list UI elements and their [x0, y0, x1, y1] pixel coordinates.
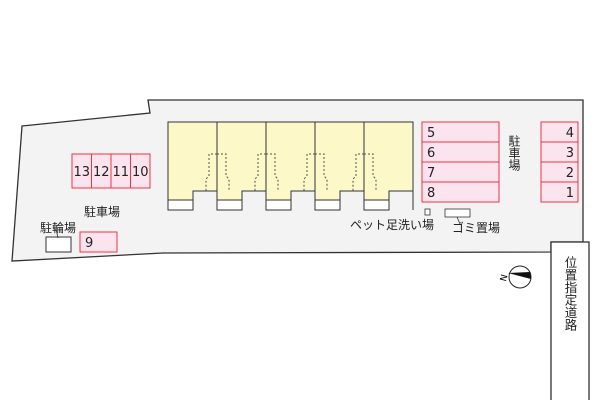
parking-number: 3 — [566, 146, 574, 161]
parking-space: 6 — [421, 141, 500, 163]
designated-road-label: 位置指定道路 — [563, 255, 578, 332]
parking-space: 12 — [91, 153, 112, 189]
apartment-unit — [314, 121, 365, 211]
parking-space: 4 — [540, 121, 579, 143]
parking-number: 6 — [427, 146, 435, 161]
bicycle-parking-box — [45, 236, 72, 253]
parking-number: 1 — [566, 186, 574, 201]
parking-space: 5 — [421, 121, 500, 143]
parking-space: 10 — [130, 153, 151, 189]
parking-space: 3 — [540, 141, 579, 163]
apartment-unit — [167, 121, 218, 211]
parking-number: 10 — [132, 165, 149, 180]
garbage-label: ゴミ置場 — [452, 220, 500, 235]
parking-space: 1 — [540, 181, 579, 203]
apartment-unit — [216, 121, 267, 211]
parking-number: 5 — [427, 126, 435, 141]
parking-space: 7 — [421, 161, 500, 183]
apartment-unit — [265, 121, 316, 211]
garbage-box — [444, 208, 471, 218]
parking-number: 9 — [85, 236, 93, 251]
designated-road — [550, 241, 590, 400]
parking-number: 13 — [73, 165, 90, 180]
parking-space: 11 — [110, 153, 131, 189]
bicycle-parking-label: 駐輪場 — [40, 220, 76, 235]
parking-number: 7 — [427, 166, 435, 181]
parking-number: 11 — [112, 165, 129, 180]
parking-space: 9 — [79, 231, 118, 253]
parking-number: 4 — [566, 126, 574, 141]
parking-number: 2 — [566, 166, 574, 181]
pet-foot-wash-label: ペット足洗い場 — [350, 218, 434, 232]
parking-number: 12 — [93, 165, 110, 180]
north-label: N — [499, 274, 510, 283]
apartment-building — [167, 121, 414, 211]
parking-space: 2 — [540, 161, 579, 183]
apartment-unit — [363, 121, 414, 211]
parking-number: 8 — [427, 186, 435, 201]
parking-left-label: 駐車場 — [84, 204, 120, 219]
pet-foot-wash-box — [424, 208, 431, 216]
parking-right-label: 駐車場 — [507, 134, 521, 172]
compass-icon: N — [499, 265, 532, 289]
parking-space: 13 — [71, 153, 92, 189]
parking-space: 8 — [421, 181, 500, 203]
